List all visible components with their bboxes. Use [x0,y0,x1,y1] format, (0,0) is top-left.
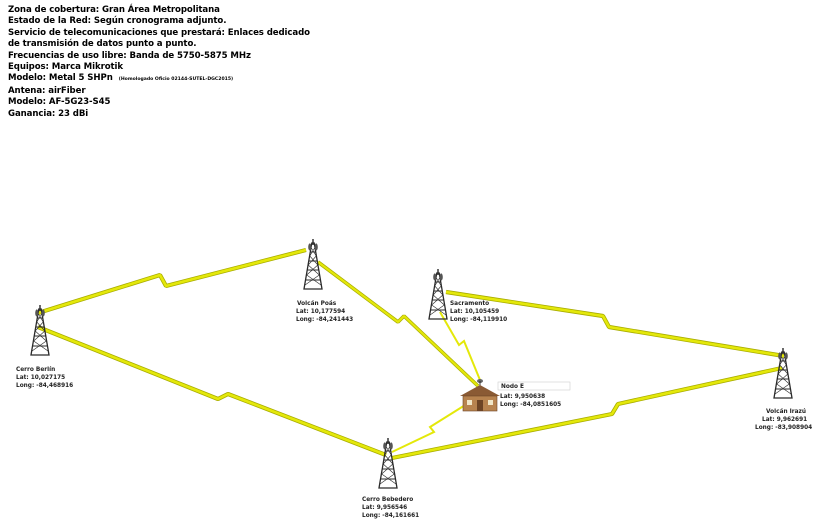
site-lat-volcan-irazu: Lat: 9,962691 [762,417,807,423]
site-long-nodo-e: Long: -84,0851605 [500,402,561,408]
spec-service-cont: de transmisión de datos punto a punto. [8,39,197,50]
spec-antenna: Antena: airFiber [8,85,86,96]
site-lat-volcan-poas: Lat: 10,177594 [296,309,345,315]
site-long-cerro-berlin: Long: -84,468916 [16,383,73,389]
link-sacramento-irazu [445,289,785,359]
label-volcan-irazu: Volcán Irazú Lat: 9,962691 Long: -83,908… [755,408,812,431]
site-long-volcan-poas: Long: -84,241443 [296,317,353,323]
label-cerro-bebedero: Cerro Bebedero Lat: 9,956546 Long: -84,1… [362,497,419,519]
spec-antenna-model: Modelo: AF-5G23-S45 [8,97,111,108]
label-cerro-berlin: Cerro Berlín Lat: 10,027175 Long: -84,46… [16,366,73,389]
site-lat-sacramento: Lat: 10,105459 [450,309,499,315]
tower-icon-cerro-bebedero [378,437,398,489]
spec-equipment: Equipos: Marca Mikrotik [8,62,123,73]
label-volcan-poas: Volcán Poás Lat: 10,177594 Long: -84,241… [296,300,353,323]
site-name-nodo-e: Nodo E [501,384,524,390]
site-lat-nodo-e: Lat: 9,950638 [500,394,545,400]
site-name-cerro-berlin: Cerro Berlín [16,366,55,373]
site-long-sacramento: Long: -84,119910 [450,317,507,323]
site-lat-cerro-berlin: Lat: 10,027175 [16,375,65,381]
spec-model: Modelo: Metal 5 SHPn [8,73,113,84]
spec-gain: Ganancia: 23 dBi [8,108,89,119]
link-berlin-poas [37,247,307,316]
site-long-volcan-irazu: Long: -83,908904 [755,425,812,431]
label-sacramento: Sacramento Lat: 10,105459 Long: -84,1199… [450,301,507,323]
spec-model-row: Modelo: Metal 5 SHPn (Homologado Oficio 0… [8,73,428,85]
spec-network-status: Estado de la Red: Según cronograma adjun… [8,16,227,27]
site-name-volcan-poas: Volcán Poás [297,300,337,307]
nodo-e-name-box [497,381,571,391]
link-nodo-bebedero [391,401,471,453]
site-long-cerro-bebedero: Long: -84,161661 [362,513,419,519]
house-icon-nodo-e [460,379,500,412]
site-name-sacramento: Sacramento [450,301,489,307]
link-berlin-bebedero [37,325,387,457]
link-poas-nodo [316,260,480,388]
site-lat-cerro-bebedero: Lat: 9,956546 [362,505,407,511]
technical-spec-header: Zona de cobertura: Gran Área Metropolita… [8,5,428,120]
label-nodo-e: Nodo E Lat: 9,950638 Long: -84,0851605 [500,384,561,408]
tower-icon-sacramento [428,268,448,320]
site-name-volcan-irazu: Volcán Irazú [766,408,806,415]
spec-frequency: Frecuencias de uso libre: Banda de 5750-… [8,50,251,61]
link-sacramento-nodo [439,311,481,381]
site-name-cerro-bebedero: Cerro Bebedero [362,497,413,503]
spec-service: Servicio de telecomunicaciones que prest… [8,27,310,38]
spec-model-note: (Homologado Oficio 02144-SUTEL-DGC2015) [118,77,234,83]
spec-coverage-zone: Zona de cobertura: Gran Área Metropolita… [8,5,220,15]
link-irazu-bebedero [391,365,783,461]
